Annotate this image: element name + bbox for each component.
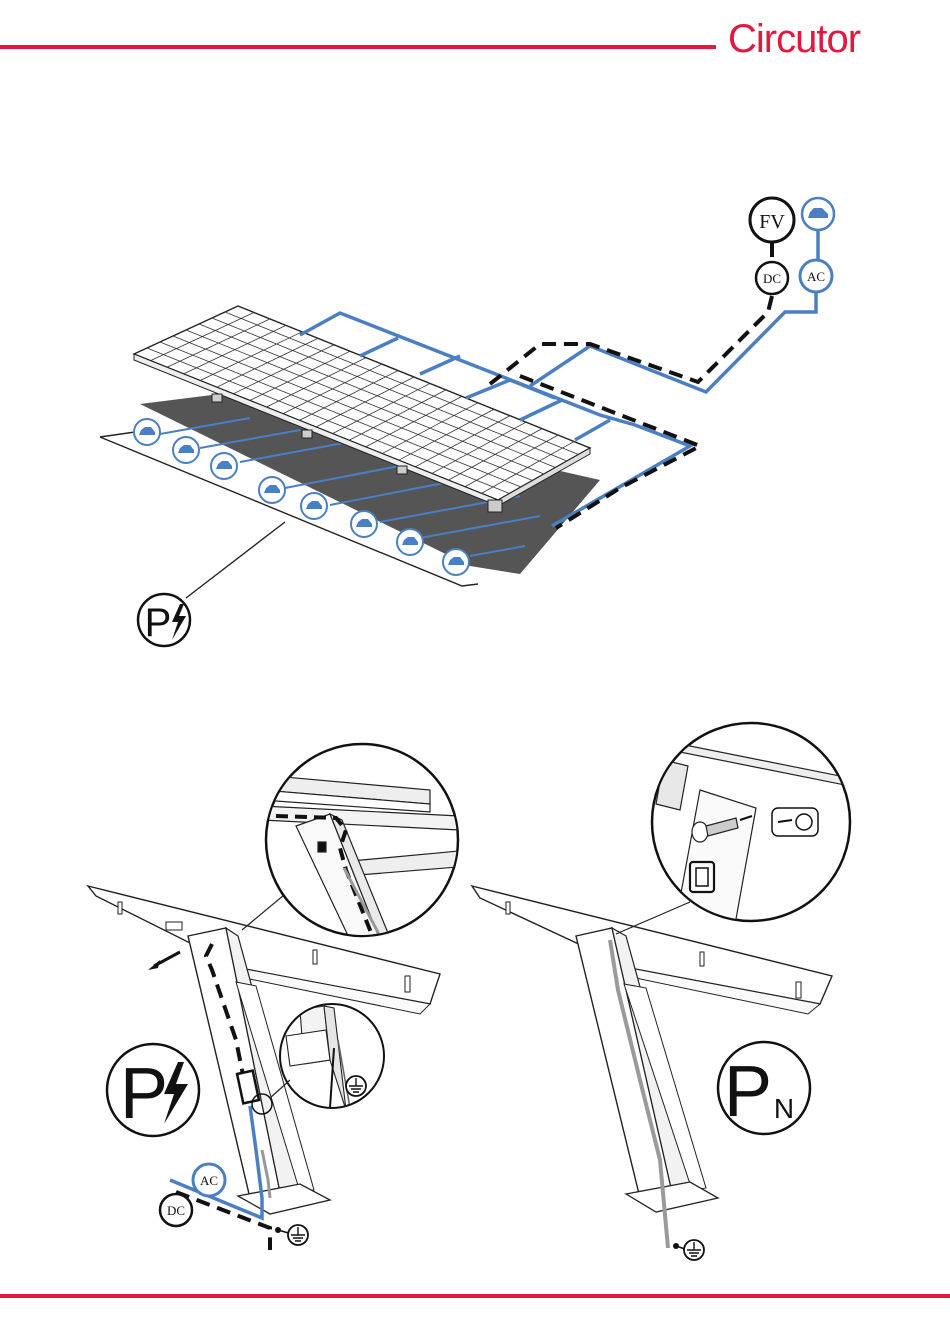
detail-callout-bolt — [652, 723, 860, 930]
ev-car-icon — [211, 453, 237, 479]
parking-charging-mark-bottom: P — [107, 1044, 199, 1136]
parking-letter-bottom: P — [120, 1054, 168, 1134]
dc-label-bottom: DC — [167, 1203, 185, 1218]
ac-label-top: AC — [807, 269, 825, 284]
ground-symbol-icon — [346, 1076, 366, 1096]
detail-callout-junction — [262, 744, 470, 944]
parking-subscript-right: N — [774, 1093, 794, 1124]
standard-pillar-diagram: P N — [472, 723, 860, 1260]
ev-car-icon — [134, 419, 160, 445]
ev-car-icon — [443, 549, 469, 575]
ev-car-icon — [173, 437, 199, 463]
ac-badge-bottom: AC — [193, 1164, 225, 1196]
dc-badge-top: DC — [756, 262, 788, 294]
parking-standard-mark: P N — [718, 1042, 810, 1134]
detail-callout-ground — [280, 1004, 384, 1110]
dc-label-top: DC — [763, 271, 781, 286]
footer-rule — [0, 1294, 950, 1298]
solar-carport-diagram: FV DC AC P — [100, 198, 834, 646]
dc-badge-bottom: DC — [160, 1194, 192, 1226]
parking-letter-right: P — [724, 1052, 772, 1132]
ground-symbol-icon — [684, 1240, 704, 1260]
ev-car-icon — [301, 493, 327, 519]
ev-car-icon — [351, 511, 377, 537]
fv-badge: FV — [750, 198, 794, 242]
charging-pillar-diagram: AC DC P — [88, 744, 470, 1250]
ev-charging-icon — [802, 198, 834, 230]
fv-label: FV — [759, 211, 785, 233]
ac-badge-top: AC — [800, 260, 832, 292]
ground-symbol-icon — [288, 1225, 308, 1245]
parking-letter-top: P — [145, 601, 172, 645]
parking-charging-mark-top: P — [138, 594, 190, 646]
ev-car-icon — [397, 529, 423, 555]
ac-label-bottom: AC — [200, 1173, 218, 1188]
ev-car-icon — [259, 477, 285, 503]
